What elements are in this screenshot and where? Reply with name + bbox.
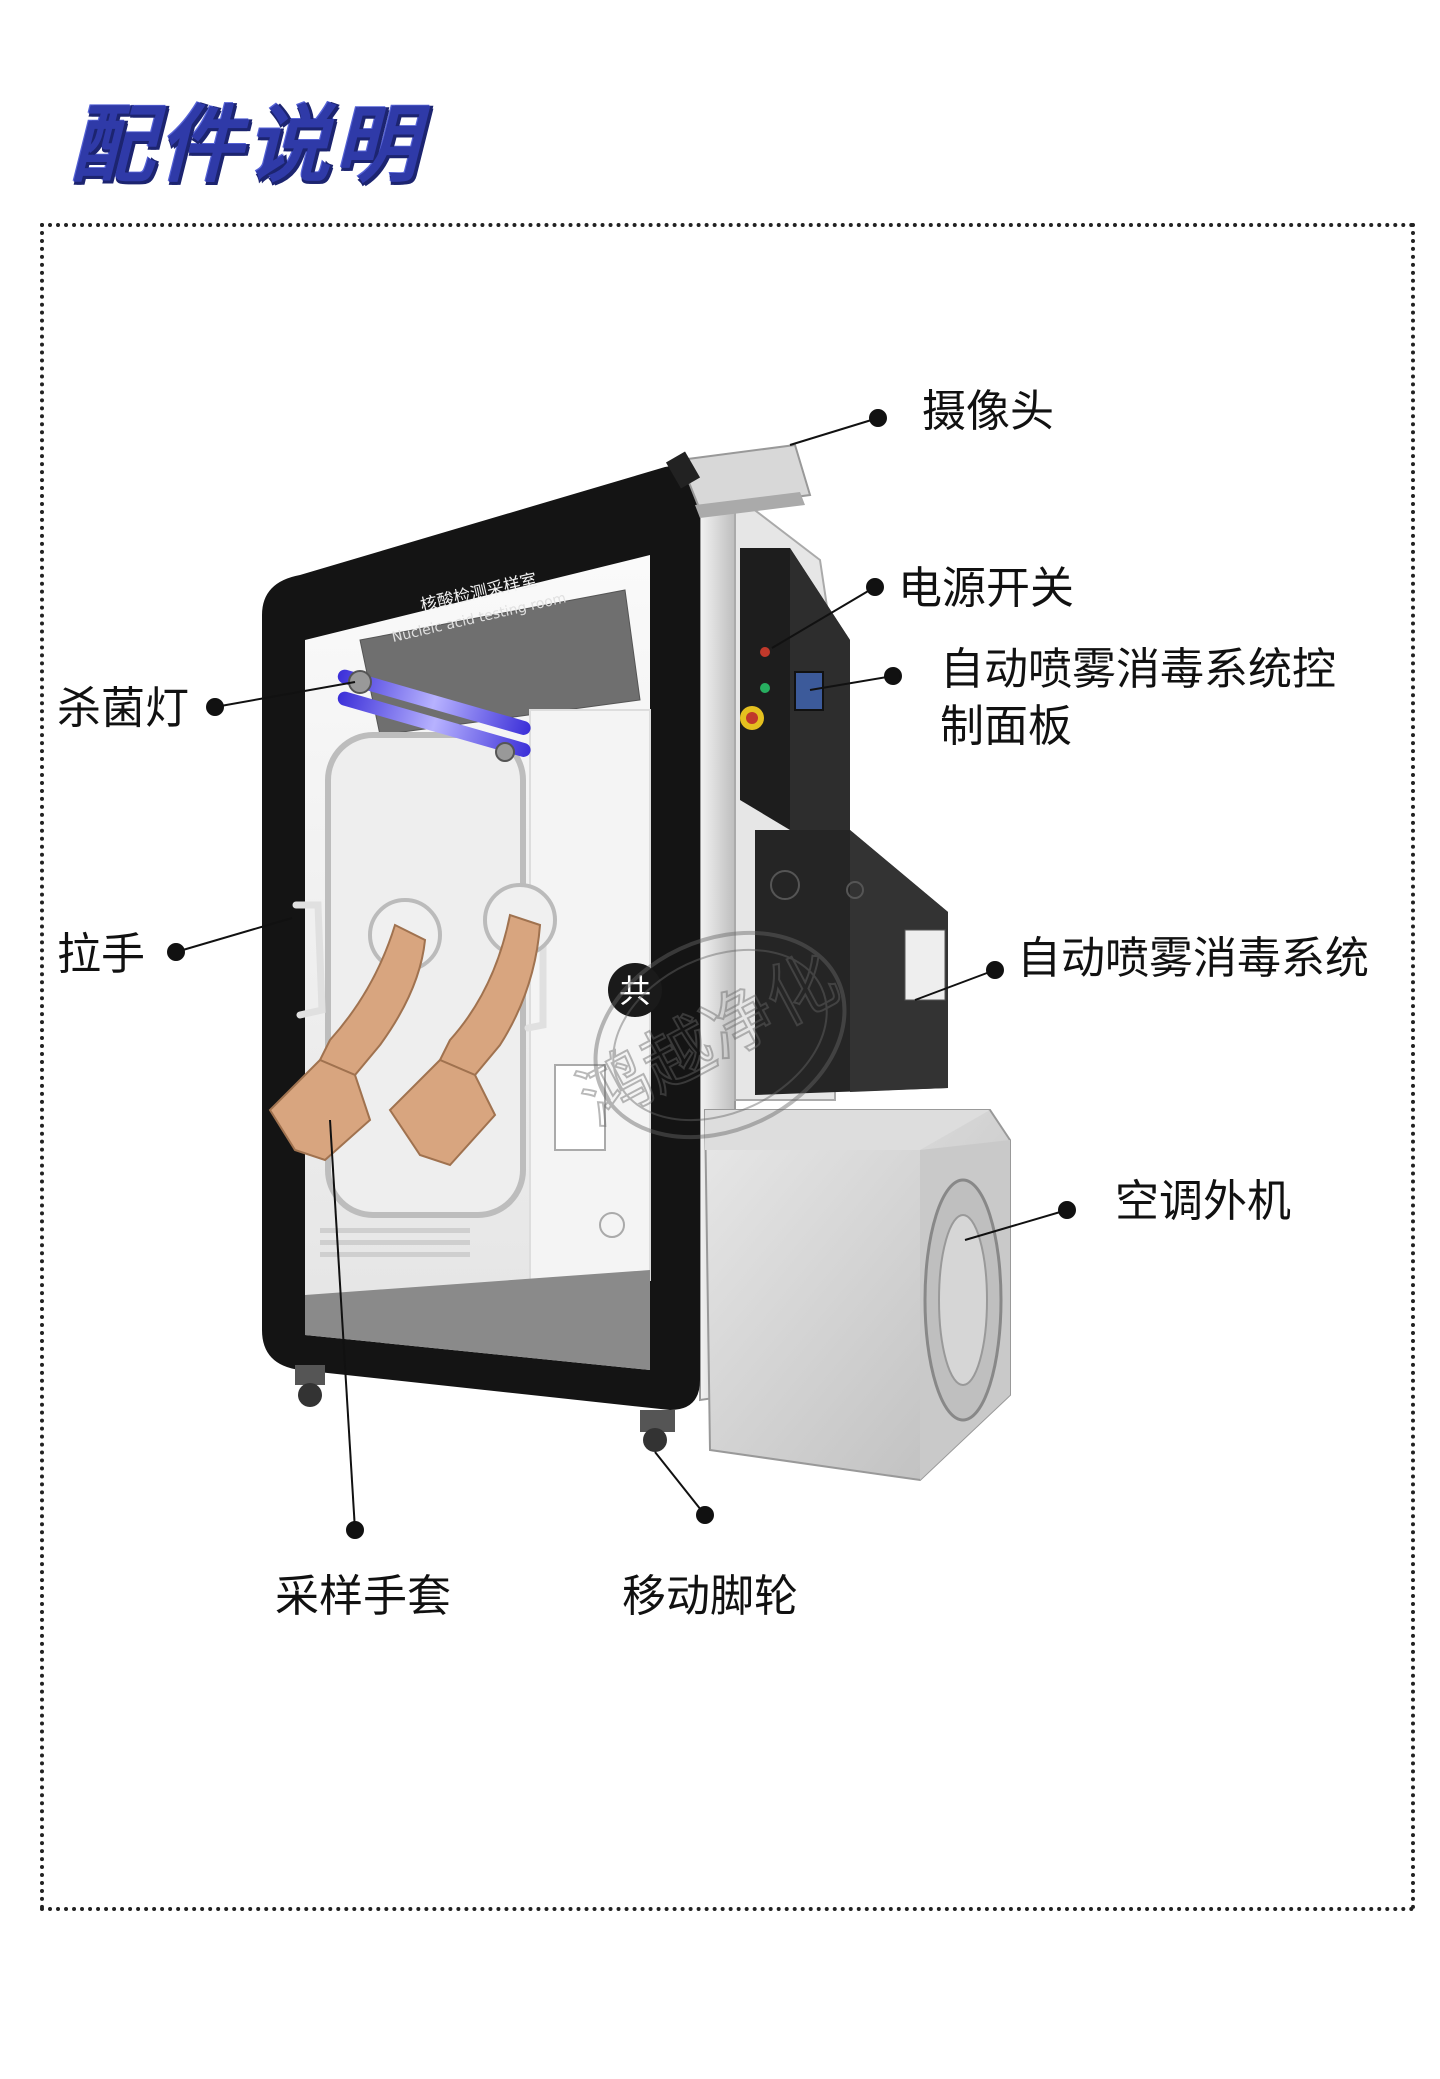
leader-lines xyxy=(167,409,1076,1539)
door-logo: 共 xyxy=(619,972,651,1010)
content-frame xyxy=(40,223,1415,1911)
spray-system-box xyxy=(755,830,948,1095)
label-uv-lamp: 杀菌灯 xyxy=(57,683,189,734)
label-handle: 拉手 xyxy=(57,929,145,980)
label-ac-outdoor: 空调外机 xyxy=(1115,1176,1291,1227)
control-tower xyxy=(740,548,850,830)
label-camera: 摄像头 xyxy=(922,386,1054,437)
ac-unit xyxy=(703,1109,1011,1482)
door-frame: 共 xyxy=(262,465,700,1410)
label-spray-control-line1: 自动喷雾消毒系统控 xyxy=(940,644,1336,695)
uv-lamp-shape xyxy=(337,669,531,762)
label-spray-control-line2: 制面板 xyxy=(940,701,1072,752)
label-spray-system: 自动喷雾消毒系统 xyxy=(1017,933,1369,984)
camera-shape xyxy=(665,443,812,518)
label-casters: 移动脚轮 xyxy=(622,1571,798,1622)
sampling-gloves-shape xyxy=(268,883,557,1167)
casters-shape xyxy=(295,1365,675,1452)
label-power-switch: 电源开关 xyxy=(898,563,1074,614)
label-gloves: 采样手套 xyxy=(275,1571,451,1622)
page-title: 配件说明 xyxy=(70,96,423,194)
